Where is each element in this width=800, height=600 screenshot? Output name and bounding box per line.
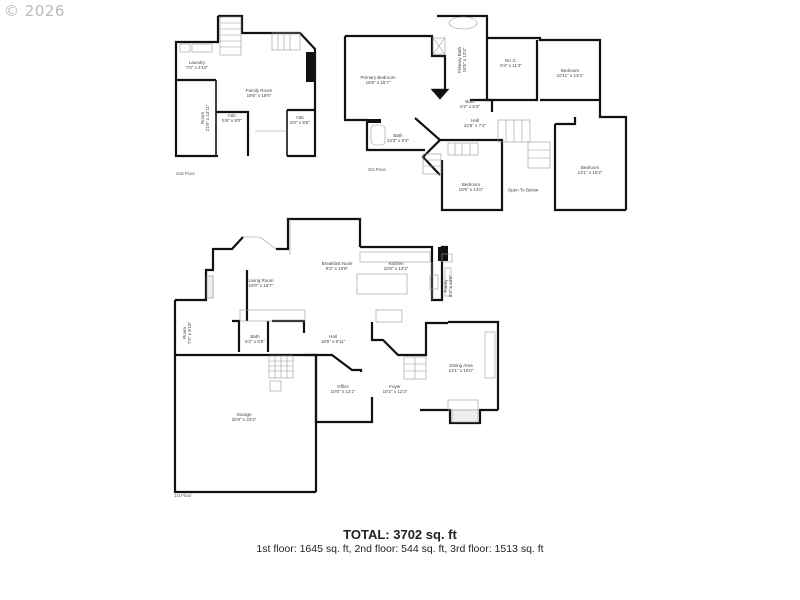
floor-label-1st: 1st Floor bbox=[174, 493, 192, 498]
floor-label-3rd: 3rd Floor bbox=[368, 167, 387, 172]
floor-label-2nd: 2nd Floor bbox=[176, 171, 196, 176]
copyright-watermark: © 2026 bbox=[4, 2, 65, 20]
second-floor-walls bbox=[174, 14, 317, 158]
first-floor-walls bbox=[173, 217, 500, 494]
third-floor-walls bbox=[343, 14, 628, 212]
total-area: TOTAL: 3702 sq. ft bbox=[343, 527, 457, 542]
area-totals: TOTAL: 3702 sq. ft 1st floor: 1645 sq. f… bbox=[0, 527, 800, 555]
floor-area-breakdown: 1st floor: 1645 sq. ft, 2nd floor: 544 s… bbox=[256, 543, 544, 555]
room-label-open-to-below: Open To Below bbox=[507, 187, 539, 193]
room-label-wic: W.I.C.9'4" x 11'3" bbox=[500, 58, 522, 68]
